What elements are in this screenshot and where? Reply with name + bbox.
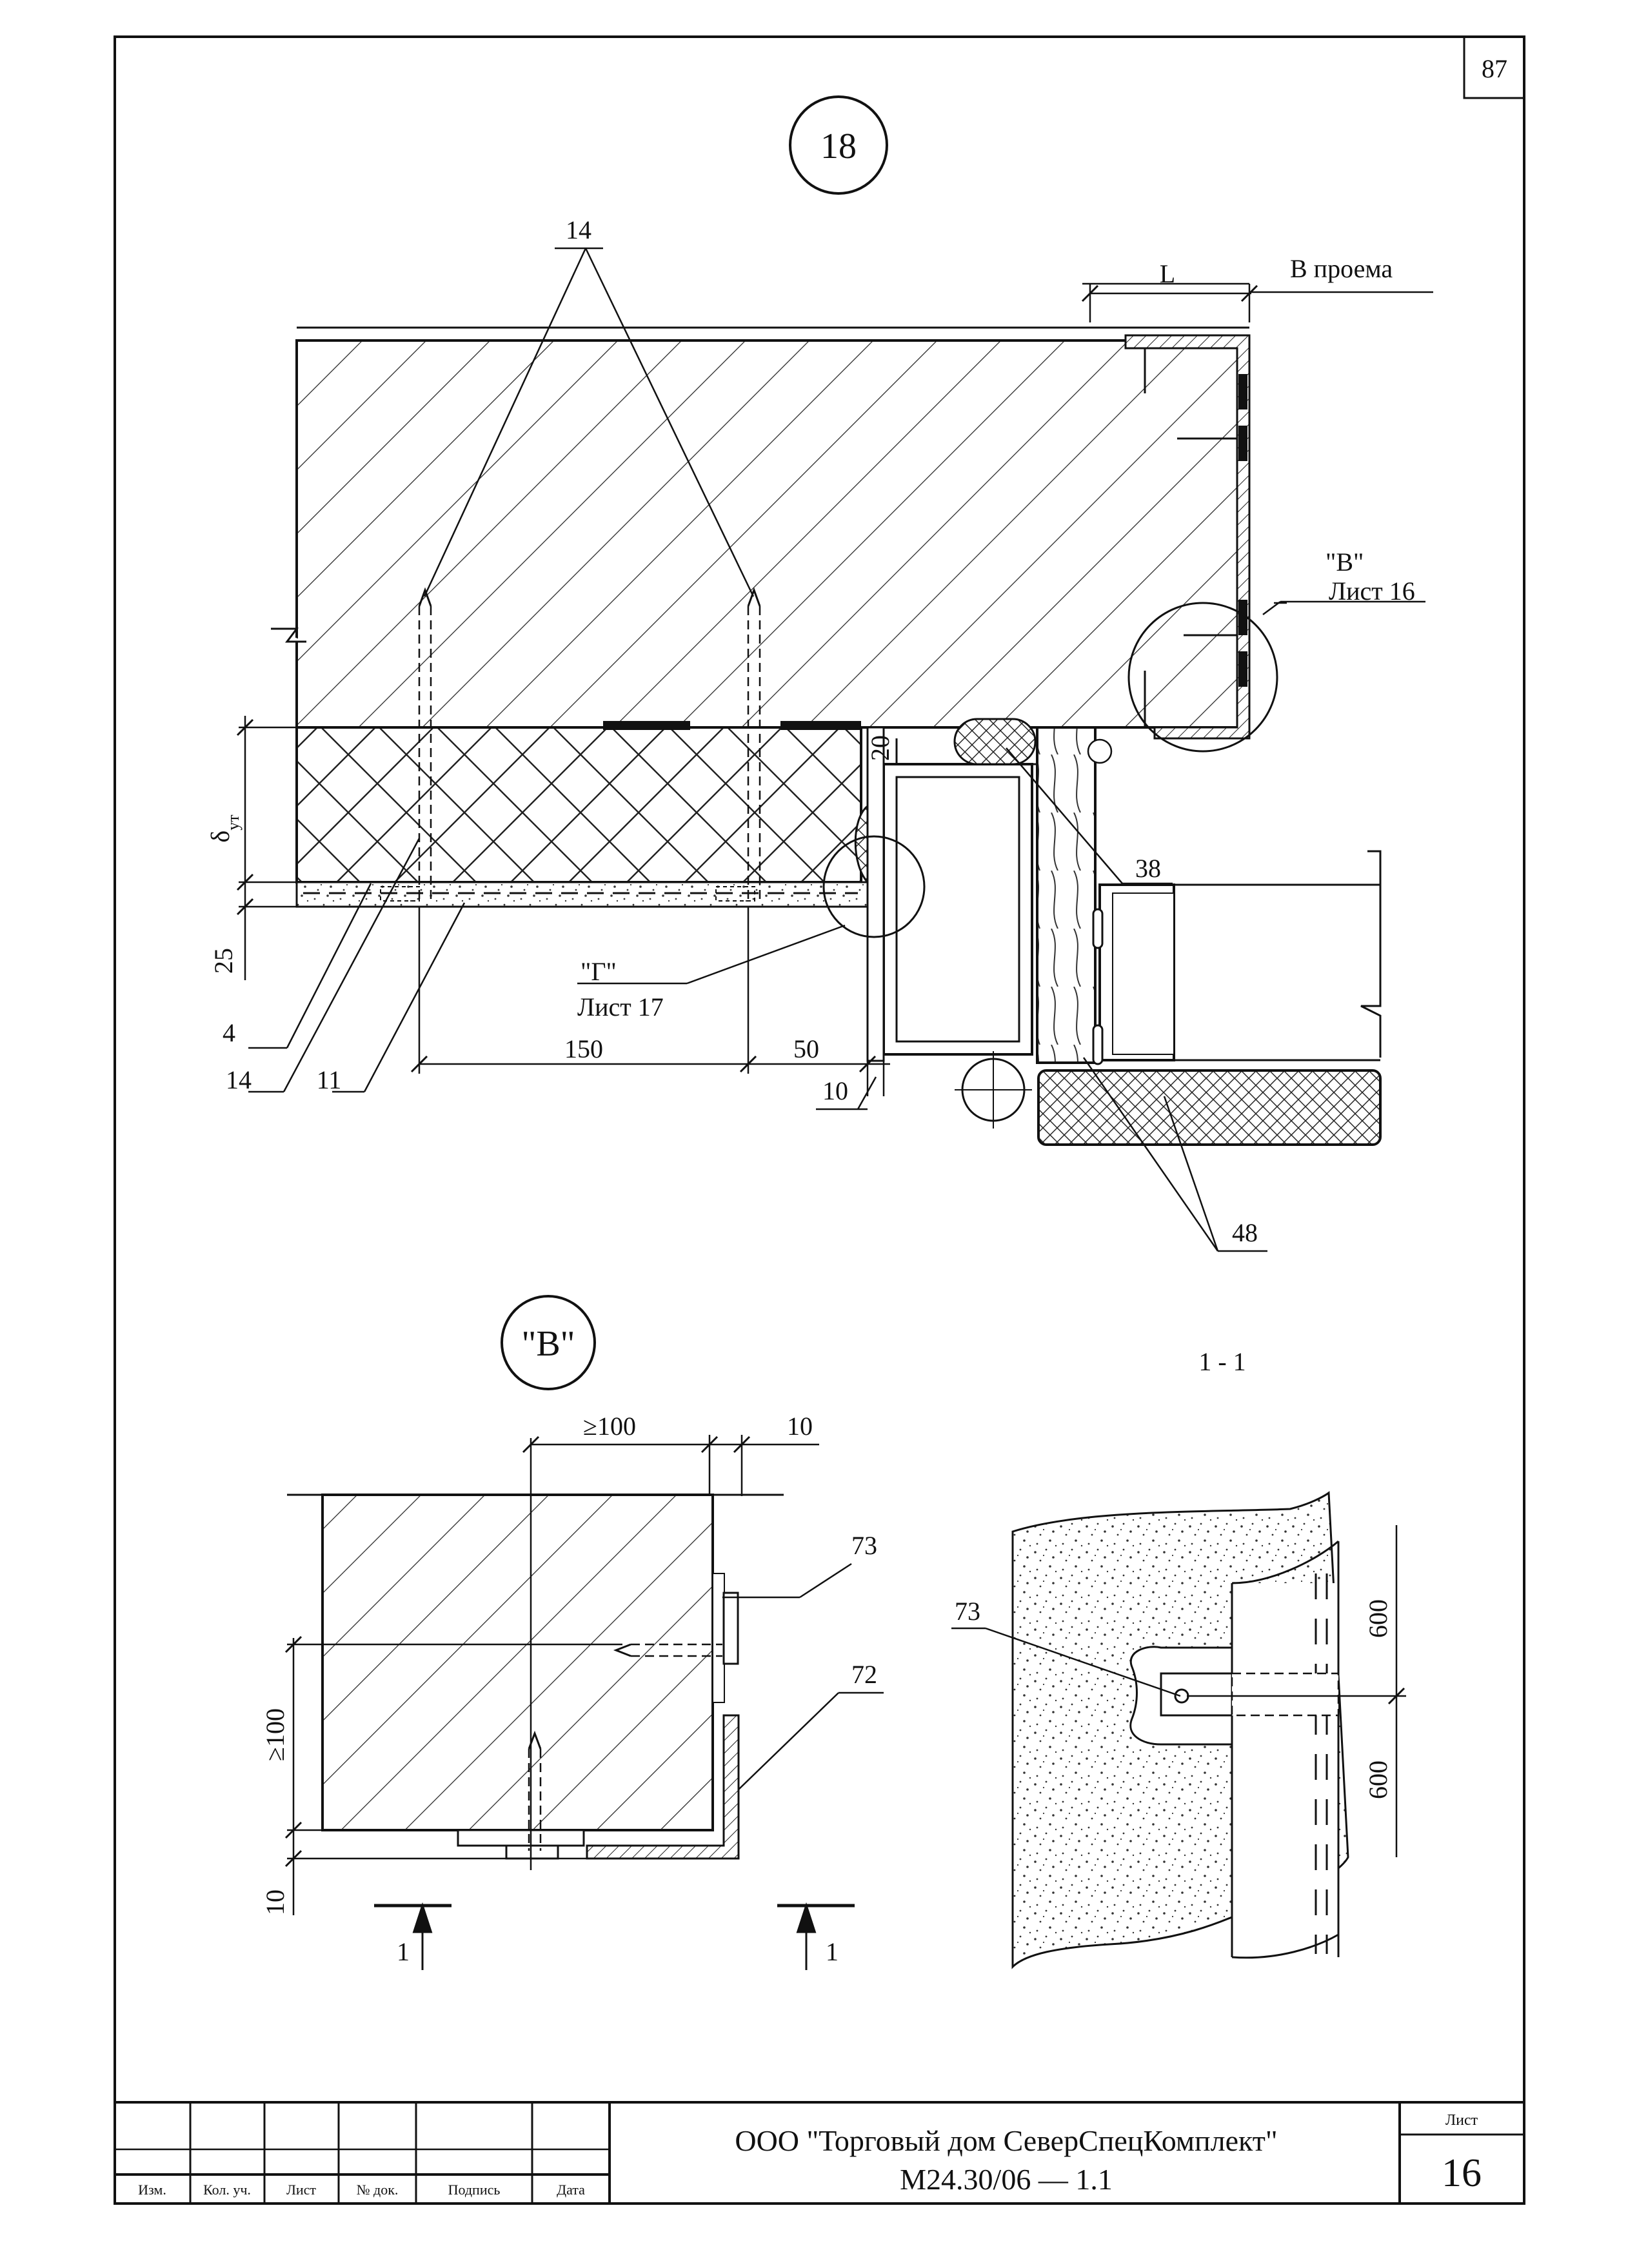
ref-G-sheet: Лист 17 xyxy=(577,992,664,1021)
insulation-layer xyxy=(295,726,862,883)
plaster-layer xyxy=(295,881,875,908)
detail-B-masonry xyxy=(321,1494,714,1831)
dim-ge100-side: ≥100 xyxy=(261,1708,290,1761)
header-doc-no: № док. xyxy=(357,2182,399,2198)
sheet-label: Лист xyxy=(1445,2112,1478,2129)
callout-48: 48 xyxy=(1232,1218,1258,1247)
header-kol-uch: Кол. уч. xyxy=(203,2182,251,2198)
title-block xyxy=(114,2101,1525,2205)
section-mark-right: 1 xyxy=(826,1937,839,1966)
detail-B: "В" xyxy=(261,1295,884,1970)
callout-4: 4 xyxy=(223,1018,235,1047)
section-1-1: 1 - 1 73 600 600 xyxy=(951,1347,1406,1969)
title-block-headers: Изм. Кол. уч. Лист № док. Подпись Дата xyxy=(138,2182,585,2198)
dim-10-side: 10 xyxy=(261,1889,290,1915)
main-detail-18: 18 xyxy=(206,95,1433,1252)
callout-38: 38 xyxy=(1135,854,1161,883)
dim-25: 25 xyxy=(209,948,238,974)
dim-insulation-thickness: δут xyxy=(206,814,243,842)
section-mark-left: 1 xyxy=(397,1937,410,1966)
detail-marker-number: 18 xyxy=(820,126,857,166)
dowel-left xyxy=(418,606,432,900)
main-dimensions xyxy=(239,284,1251,1110)
header-data: Дата xyxy=(557,2182,585,2198)
door-seal xyxy=(953,718,1037,765)
page-number: 87 xyxy=(1482,54,1507,83)
wooden-door-frame xyxy=(1036,726,1097,1064)
callout-14-bottom: 14 xyxy=(226,1065,252,1094)
dim-600-bottom: 600 xyxy=(1364,1760,1393,1799)
header-podpis: Подпись xyxy=(448,2182,501,2198)
dim-150: 150 xyxy=(564,1034,603,1063)
header-izm: Изм. xyxy=(138,2182,166,2198)
reveal-angle-profile xyxy=(1124,334,1251,740)
dim-10-top: 10 xyxy=(787,1412,813,1441)
sheet-number: 16 xyxy=(1442,2151,1482,2195)
dim-L: L xyxy=(1160,259,1175,288)
dim-20: 20 xyxy=(866,735,895,761)
dim-50: 50 xyxy=(793,1034,819,1063)
dim-10-main: 10 xyxy=(822,1076,848,1105)
callout-72-detail: 72 xyxy=(851,1660,877,1689)
detail-marker-circle xyxy=(789,95,888,195)
ref-B: "В" xyxy=(1325,547,1364,577)
callout-circle-G xyxy=(822,835,926,938)
dim-ge100-top: ≥100 xyxy=(583,1412,636,1441)
opening-note: В проема xyxy=(1290,254,1393,283)
ref-G: "Г" xyxy=(581,957,617,986)
document-code: М24.30/06 — 1.1 xyxy=(900,2163,1113,2196)
callout-circle-B xyxy=(1127,602,1278,753)
organization-name: ООО "Торговый дом СеверСпецКомплект" xyxy=(735,2124,1277,2157)
dim-600-top: 600 xyxy=(1364,1599,1393,1638)
detail-B-marker: "В" xyxy=(521,1324,575,1364)
header-list: Лист xyxy=(286,2182,316,2198)
callout-14-top: 14 xyxy=(566,215,591,244)
threshold-panel xyxy=(1037,1069,1382,1146)
callout-73-section: 73 xyxy=(955,1597,980,1626)
callout-73-detail: 73 xyxy=(851,1531,877,1560)
masonry-wall xyxy=(295,339,1249,729)
dowel-right xyxy=(747,606,761,900)
section-title: 1 - 1 xyxy=(1198,1347,1246,1376)
callout-11: 11 xyxy=(317,1065,342,1094)
ref-B-sheet: Лист 16 xyxy=(1329,577,1415,606)
